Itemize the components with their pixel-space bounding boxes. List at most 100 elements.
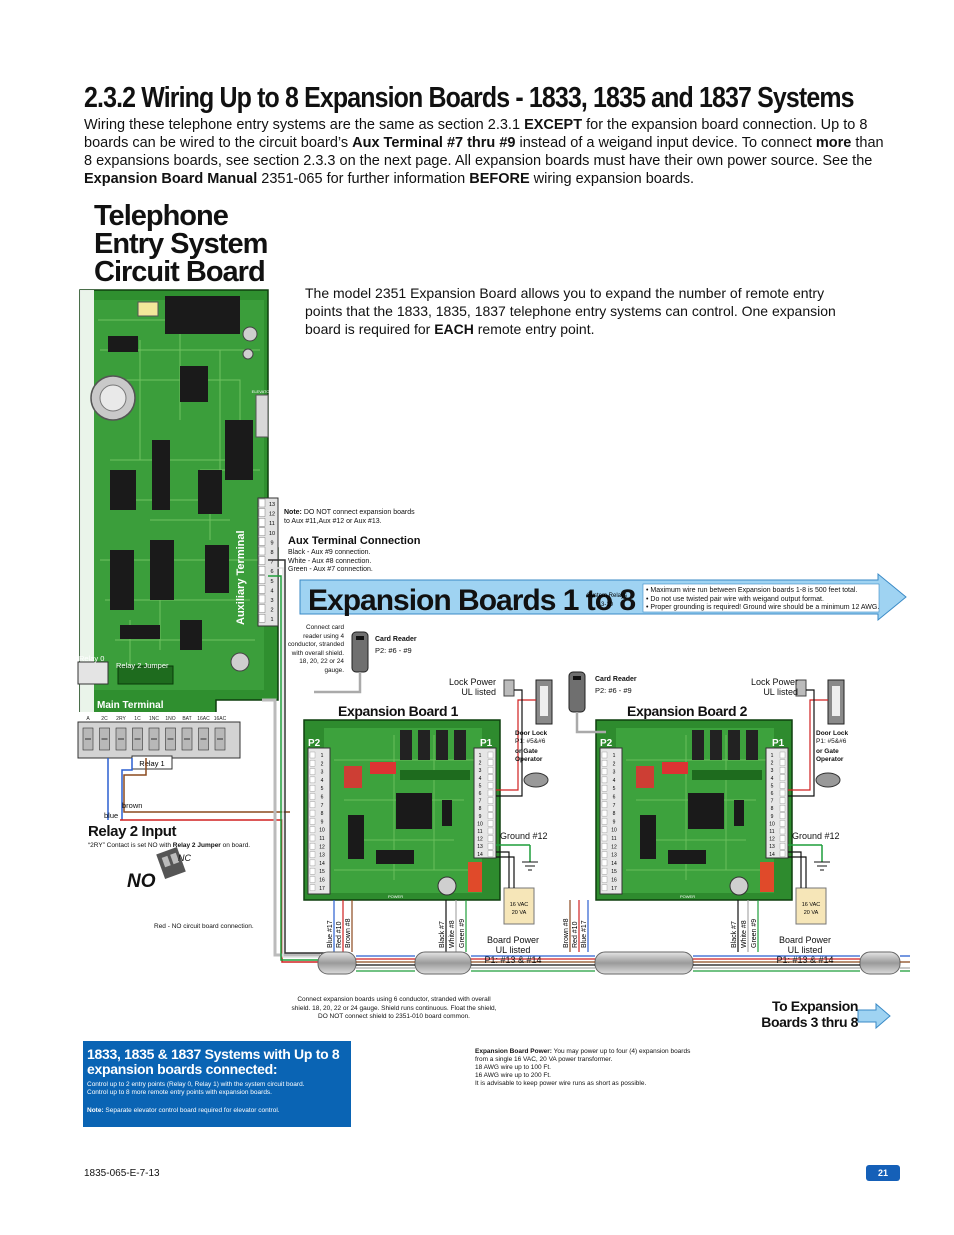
lock1-line: UL listed [461, 687, 496, 697]
systems-info-text: Control up to 2 entry points (Relay 0, R… [87, 1081, 305, 1114]
wire-label: Green #9 [459, 919, 466, 948]
aux-lines-line: White - Aux #8 connection. [288, 557, 372, 565]
arrow-bullets-line: • Proper grounding is required! Ground w… [646, 604, 880, 611]
aux-terminal-screw [258, 498, 266, 508]
main-terminal-pin-label: 1C [134, 716, 141, 722]
door-lock-line: Operator [515, 756, 543, 763]
p2-pin-number: 16 [319, 878, 325, 884]
p2-pin-number: 6 [321, 795, 324, 801]
door-lock-line: or Gate [515, 748, 538, 755]
p1-pin-number: 9 [479, 814, 482, 820]
p2-pin-number: 16 [611, 878, 617, 884]
aux-terminal-screw [258, 604, 266, 613]
p2-pin-number: 5 [321, 786, 324, 792]
wire-label: Blue #17 [581, 920, 588, 948]
wire-label: Red #10 [572, 921, 579, 948]
p2-pin-number: 10 [319, 828, 325, 834]
system-relays-line2: 3-10 [601, 602, 614, 608]
to-expansion-label: To Expansion Boards 3 thru 8 [761, 998, 858, 1030]
p2-pin-number: 5 [613, 786, 616, 792]
aux-connection-lines: Black - Aux #9 connection.White - Aux #8… [288, 549, 408, 575]
main-terminal-pin-label: 16AC [214, 716, 227, 722]
aux-terminal-screw [258, 537, 266, 546]
aux-terminal-number: 8 [270, 550, 273, 556]
p1-pin-number: 7 [771, 799, 774, 805]
intro-paragraph: Wiring these telephone entry systems are… [84, 117, 884, 187]
p1-pin-number: 3 [479, 768, 482, 774]
p2-pin-number: 14 [611, 861, 617, 867]
card-reader-2-title: Card Reader [595, 676, 637, 683]
p1-pin-number: 12 [769, 837, 775, 843]
p1-pin-number: 3 [771, 768, 774, 774]
expansion-board-2: 1234567891011121314151617123456789101112… [563, 671, 845, 952]
p1-pin-number: 2 [771, 761, 774, 767]
note-do-not-connect: Note: DO NOT connect expansion boards to… [284, 509, 415, 525]
relay2-jumper-label: Relay 2 Jumper [116, 661, 169, 670]
transformer-label: 20 VA [512, 910, 527, 916]
ground-1: Ground #12 [500, 831, 548, 841]
power-adapter-icon [503, 679, 515, 697]
system-relays-line1: System Relays [587, 593, 627, 599]
p2-pin-number: 3 [613, 770, 616, 776]
expansion-arrow: Expansion Boards 1 to 8 System Relays 3-… [299, 572, 907, 622]
transformer-label: 20 VA [804, 910, 819, 916]
bp1-line: P1: #13 & #14 [484, 955, 542, 965]
p2-pin-number: 1 [613, 753, 616, 759]
relay2-jumper-icon [156, 847, 186, 879]
aux-terminal-number: 12 [269, 512, 275, 518]
aux-terminal-screw [258, 546, 266, 556]
p2-pin-number: 12 [319, 844, 325, 850]
p1-pin-number: 9 [771, 814, 774, 820]
p2-pin-number: 15 [611, 869, 617, 875]
door-lock-line: P1: #5&#6 [515, 738, 546, 745]
door-lock-line: Door Lock [515, 730, 548, 737]
document-code: 1835-065-E-7-13 [84, 1168, 160, 1179]
expansion-board-1-title: Expansion Board 1 [338, 703, 459, 719]
aux-lines-line: Green - Aux #7 connection. [288, 566, 373, 573]
main-terminal-pin-label: BAT [182, 716, 191, 722]
systems-info-box: 1833, 1835 & 1837 Systems with Up to 8 e… [83, 1041, 351, 1127]
main-terminal-label: Main Terminal [97, 700, 164, 711]
p2-pin-number: 8 [613, 811, 616, 817]
p2-pin-number: 4 [613, 778, 616, 784]
door-lock-line: Operator [816, 756, 844, 763]
aux-terminal-screw [258, 518, 266, 527]
page-number: 21 [866, 1165, 900, 1181]
arrow-bullets-line: • Do not use twisted pair wire with weig… [646, 595, 824, 603]
p1-pin-number: 1 [479, 753, 482, 759]
p2-pin-number: 11 [319, 836, 324, 842]
p2-pin-number: 2 [613, 761, 616, 767]
bp2-line: Board Power [778, 935, 832, 945]
aux-terminal-number: 13 [269, 502, 275, 508]
p2-pin-number: 10 [611, 828, 617, 834]
aux-terminal-number: 3 [270, 598, 273, 604]
bp1-line: UL listed [495, 945, 531, 955]
aux-terminal-screw [258, 575, 266, 584]
p1-pin-number: 11 [477, 829, 482, 835]
connect-expansion-note: Connect expansion boards using 6 conduct… [291, 996, 497, 1020]
p1-pin-number: 14 [477, 852, 483, 858]
bp1-line: Board Power [486, 935, 540, 945]
p1-pin-number: 13 [769, 844, 775, 850]
door-lock-line: P1: #5&#6 [816, 738, 847, 745]
wire-label: Black #7 [731, 921, 738, 948]
nc-label: NC [178, 853, 191, 863]
red-no-note: Red - NO circuit board connection. [154, 923, 254, 930]
to-expansion-arrow [857, 1002, 891, 1030]
elevator-label: ELEVATOR [252, 389, 273, 394]
main-terminal-pin-label: A [86, 716, 90, 722]
aux-terminal-number: 9 [270, 540, 273, 546]
aux-terminal-number: 6 [270, 569, 273, 575]
p2-pin-number: 13 [319, 853, 325, 859]
p2-pin-number: 12 [611, 844, 617, 850]
aux-terminal-screw [258, 508, 266, 517]
p1-pin-number: 2 [479, 761, 482, 767]
p2-pin-number: 8 [321, 811, 324, 817]
bp2-line: P1: #13 & #14 [776, 955, 834, 965]
aux-terminal-screw [258, 614, 266, 623]
aux-terminal-number: 5 [270, 579, 273, 585]
